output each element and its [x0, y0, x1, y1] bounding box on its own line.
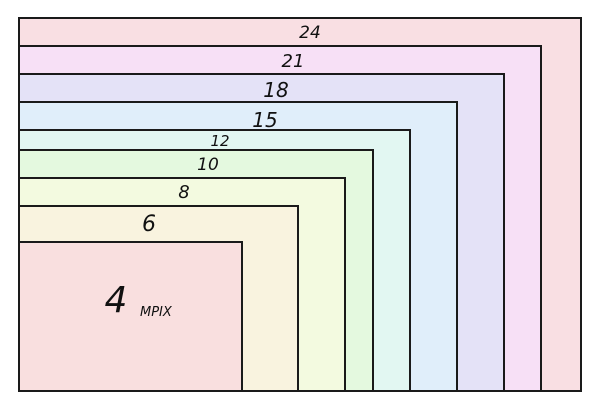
size-label-8: 8 — [178, 182, 189, 203]
size-label-15: 15 — [252, 108, 277, 132]
size-label-12: 12 — [210, 132, 229, 150]
size-rect-4 — [18, 241, 243, 392]
size-label-10: 10 — [197, 155, 219, 175]
unit-label: MPIX — [140, 305, 173, 320]
size-label-6: 6 — [142, 212, 156, 237]
size-label-24: 24 — [299, 23, 321, 43]
size-label-18: 18 — [263, 78, 288, 102]
size-label-21: 21 — [282, 51, 305, 72]
size-label-4: 4 — [105, 280, 128, 321]
size-rectangles — [18, 17, 582, 392]
